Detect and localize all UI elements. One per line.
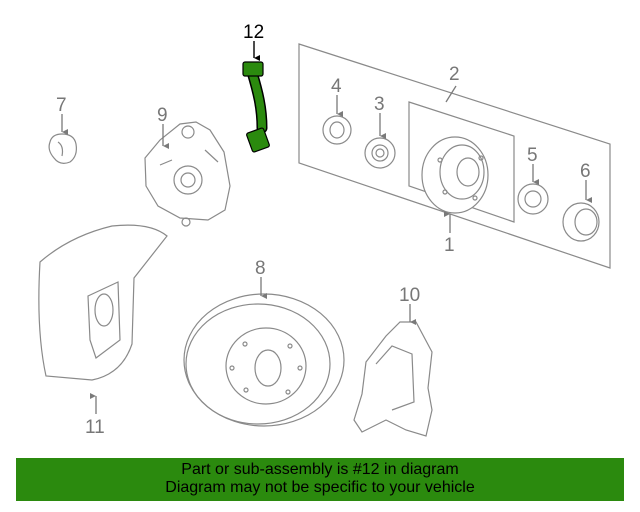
info-banner: Part or sub-assembly is #12 in diagram D… <box>16 458 624 501</box>
splash-shield-part-11[interactable] <box>38 224 168 381</box>
caliper-part-9[interactable] <box>144 121 231 227</box>
banner-line-2: Diagram may not be specific to your vehi… <box>165 479 475 496</box>
label-part-9[interactable]: 9 <box>157 105 168 126</box>
label-part-7[interactable]: 7 <box>56 95 67 116</box>
brake-hose-part-12[interactable] <box>242 61 270 153</box>
label-part-3[interactable]: 3 <box>374 94 385 115</box>
label-part-12[interactable]: 12 <box>243 22 264 43</box>
wheel-hub-part-1[interactable] <box>421 136 489 214</box>
dust-cap-part-6[interactable] <box>562 202 600 242</box>
leader-2 <box>445 85 457 103</box>
bearing-part-5[interactable] <box>517 183 549 215</box>
bearing-part-3[interactable] <box>364 137 396 169</box>
bearing-part-4[interactable] <box>322 115 352 145</box>
label-part-6[interactable]: 6 <box>580 161 591 182</box>
label-part-2[interactable]: 2 <box>449 64 460 85</box>
label-part-8[interactable]: 8 <box>255 258 266 279</box>
label-part-11[interactable]: 11 <box>85 417 105 438</box>
label-part-5[interactable]: 5 <box>527 145 538 166</box>
caliper-bracket-part-10[interactable] <box>353 321 433 437</box>
banner-line-1: Part or sub-assembly is #12 in diagram <box>181 461 459 478</box>
clip-part-7[interactable] <box>48 133 77 164</box>
label-part-1[interactable]: 1 <box>444 235 455 256</box>
brake-rotor-part-8[interactable] <box>183 293 345 427</box>
label-part-4[interactable]: 4 <box>331 76 342 97</box>
label-part-10[interactable]: 10 <box>399 285 420 306</box>
